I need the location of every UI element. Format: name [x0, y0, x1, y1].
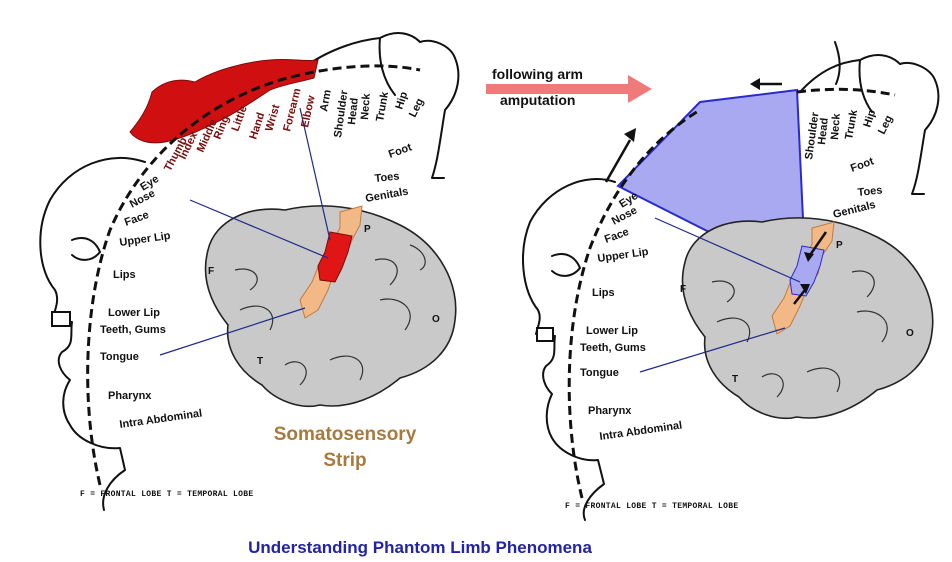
label-lips: Lips [113, 269, 136, 281]
label-leg: Leg [407, 96, 426, 119]
right-outer-arrowhead-left [624, 128, 636, 142]
left-lobe-temporal: T [257, 356, 263, 367]
left-eye-shape [72, 238, 100, 260]
label-head: Head [346, 97, 361, 125]
left-mouth-shape [52, 312, 70, 326]
right-face-labels: Eye Nose Face Upper Lip Lips Lower Lip T… [580, 190, 683, 443]
label-foot: Foot [387, 141, 414, 161]
r-label-trunk: Trunk [843, 108, 860, 140]
r-label-toes: Toes [857, 184, 883, 199]
right-outer-arrowhead-top [750, 78, 760, 90]
label-lower-lip: Lower Lip [108, 307, 160, 319]
caption: Understanding Phantom Limb Phenomena [248, 538, 592, 557]
label-elbow: Elbow [299, 94, 318, 129]
r-label-face: Face [603, 226, 631, 246]
label-face: Face [123, 209, 151, 229]
amputation-arrow: following arm amputation [486, 66, 652, 108]
label-arm: Arm [318, 89, 334, 113]
strip-title-line1: Somatosensory [274, 424, 417, 445]
right-footnote: F = FRONTAL LOBE T = TEMPORAL LOBE [565, 502, 738, 511]
r-label-teeth-gums: Teeth, Gums [580, 342, 646, 354]
strip-title-line2: Strip [323, 450, 366, 471]
right-outer-arrow-left [606, 140, 630, 182]
label-genitals: Genitals [364, 186, 409, 205]
r-label-pharynx: Pharynx [588, 405, 632, 417]
arrow-text-line2: amputation [500, 92, 575, 108]
left-face-labels: Eye Nose Face Upper Lip Lips Lower Lip T… [100, 173, 203, 431]
left-lobe-frontal: F [208, 266, 214, 277]
r-label-head: Head [816, 117, 831, 145]
right-lobe-temporal: T [732, 374, 738, 385]
r-label-lower-lip: Lower Lip [586, 325, 638, 337]
r-label-lips: Lips [592, 287, 615, 299]
right-mouth-shape [537, 328, 553, 341]
r-label-neck: Neck [829, 112, 843, 140]
label-intra-abdominal: Intra Abdominal [119, 407, 203, 430]
left-lobe-occipital: O [432, 314, 440, 325]
r-label-upper-lip: Upper Lip [597, 246, 650, 265]
label-pharynx: Pharynx [108, 390, 152, 402]
r-label-tongue: Tongue [580, 367, 619, 379]
label-hip: Hip [393, 90, 410, 111]
r-label-genitals: Genitals [832, 199, 877, 221]
right-lobe-occipital: O [906, 328, 914, 339]
label-upper-lip: Upper Lip [119, 230, 172, 249]
right-lobe-parietal: P [836, 240, 843, 251]
label-toes: Toes [374, 170, 400, 185]
left-footnote: F = FRONTAL LOBE T = TEMPORAL LOBE [80, 490, 253, 499]
label-teeth-gums: Teeth, Gums [100, 324, 166, 336]
r-label-hip: Hip [861, 108, 878, 129]
right-lobe-frontal: F [680, 284, 686, 295]
label-neck: Neck [359, 92, 373, 120]
right-body-labels: Shoulder Head Neck Trunk Hip Leg Foot To… [803, 108, 895, 221]
r-label-foot: Foot [849, 155, 876, 175]
left-panel: F P O T Thumb Index Middle Ring Little H… [40, 33, 458, 510]
arrow-text-line1: following arm [492, 66, 583, 82]
r-label-leg: Leg [876, 113, 895, 136]
left-body-labels: Arm Shoulder Head Neck Trunk Hip Leg Foo… [318, 89, 426, 205]
label-wrist: Wrist [263, 103, 282, 133]
label-tongue: Tongue [100, 351, 139, 363]
r-label-intra-abdominal: Intra Abdominal [599, 419, 683, 442]
right-eye-shape [552, 254, 580, 276]
right-panel: F P O T Shoulder Head Neck Trunk Hip Leg… [523, 42, 938, 520]
left-lobe-parietal: P [364, 224, 371, 235]
label-trunk: Trunk [374, 90, 391, 122]
